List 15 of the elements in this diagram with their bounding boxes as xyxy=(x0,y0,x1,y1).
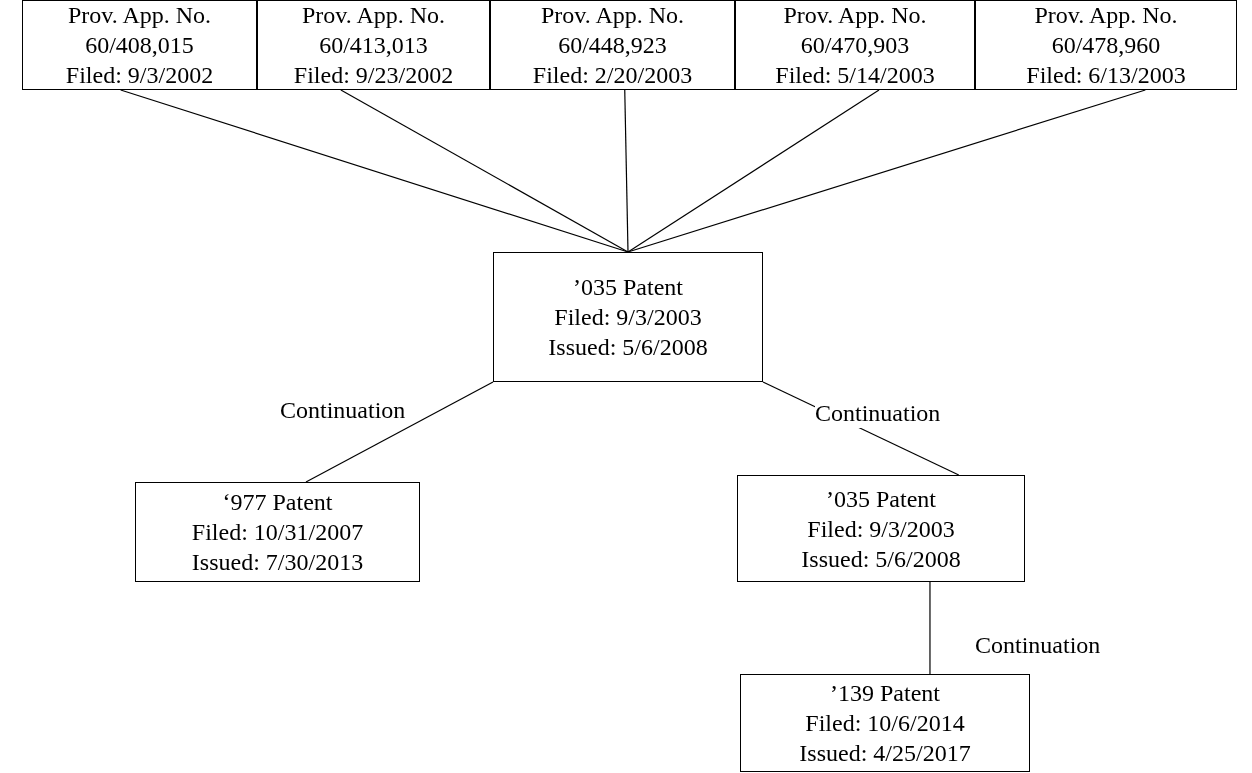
patent-box: Prov. App. No. 60/448,923 Filed: 2/20/2003 xyxy=(490,0,735,90)
patent-box: ’035 Patent Filed: 9/3/2003 Issued: 5/6/2008 xyxy=(737,475,1025,582)
connector-line xyxy=(624,89,629,253)
connector-line xyxy=(120,89,629,253)
connector-line xyxy=(929,581,931,675)
patent-box: ’035 Patent Filed: 9/3/2003 Issued: 5/6/2008 xyxy=(493,252,763,382)
connector-line xyxy=(305,381,494,483)
patent-box: Prov. App. No. 60/478,960 Filed: 6/13/2003 xyxy=(975,0,1237,90)
patent-box: Prov. App. No. 60/413,013 Filed: 9/23/2002 xyxy=(257,0,490,90)
patent-box: ’139 Patent Filed: 10/6/2014 Issued: 4/25/2017 xyxy=(740,674,1030,772)
connector-line xyxy=(627,89,880,253)
connector-line xyxy=(340,89,629,253)
patent-box: ‘977 Patent Filed: 10/31/2007 Issued: 7/30/2013 xyxy=(135,482,420,582)
patent-box: Prov. App. No. 60/408,015 Filed: 9/3/2002 xyxy=(22,0,257,90)
patent-box: Prov. App. No. 60/470,903 Filed: 5/14/2003 xyxy=(735,0,975,90)
